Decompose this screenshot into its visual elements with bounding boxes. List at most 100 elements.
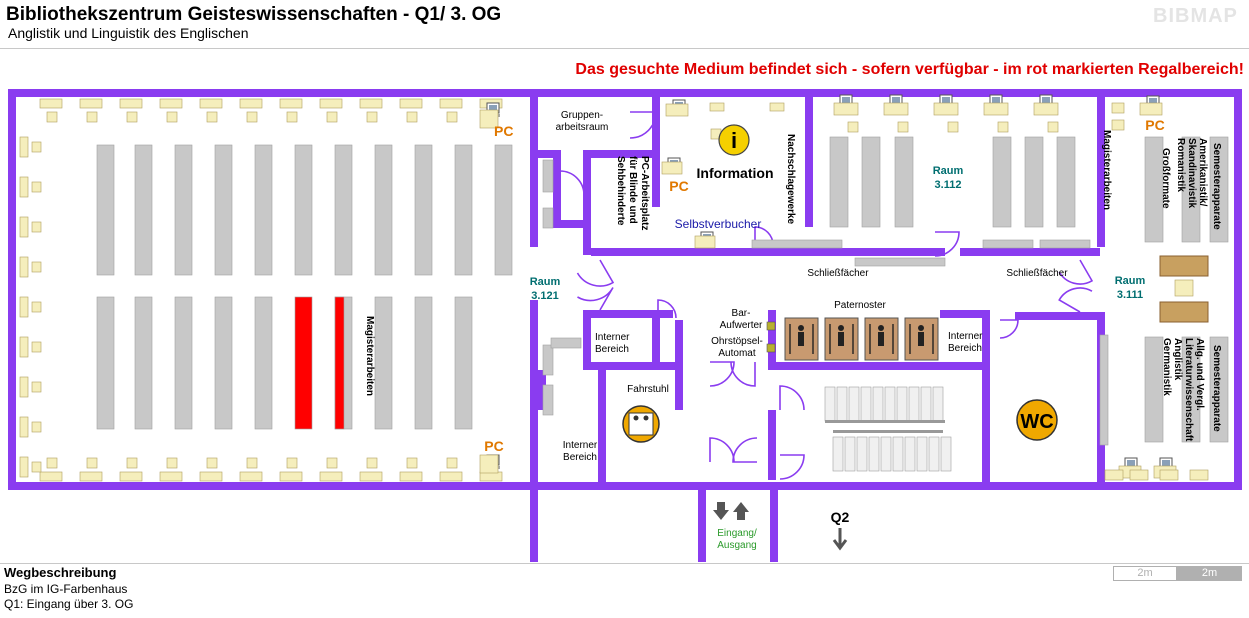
paternoster-label: Paternoster xyxy=(834,300,886,311)
desk xyxy=(19,256,29,278)
door-swing xyxy=(999,319,1019,339)
bookshelf xyxy=(884,386,896,422)
wall xyxy=(982,310,990,482)
desk xyxy=(31,261,42,273)
door-swing xyxy=(934,231,960,257)
door-swing xyxy=(1058,259,1094,285)
desk xyxy=(665,103,689,117)
stair-rail xyxy=(833,430,943,433)
bookshelf xyxy=(96,296,115,430)
desk xyxy=(31,381,42,393)
bookshelf xyxy=(1039,239,1091,249)
bookshelf xyxy=(174,144,193,276)
computer-icon xyxy=(489,105,497,111)
desk xyxy=(1159,469,1179,481)
bookshelf xyxy=(982,239,1034,249)
desk xyxy=(479,471,503,482)
desk xyxy=(239,98,263,109)
header-divider xyxy=(0,48,1249,49)
desk xyxy=(19,296,29,318)
desk xyxy=(847,121,859,133)
bookshelf xyxy=(1209,336,1229,443)
room-label: Bereich xyxy=(563,452,597,463)
wall xyxy=(1234,89,1242,490)
room-label: Sehbehinderte xyxy=(615,156,626,226)
room-label: Interner xyxy=(563,440,598,451)
room-label: Information xyxy=(697,165,774,181)
wall xyxy=(1097,97,1105,247)
bookshelf xyxy=(374,296,393,430)
bookshelf xyxy=(861,136,881,228)
door-swing xyxy=(732,437,758,463)
bookshelf xyxy=(414,296,433,430)
directions-heading: Wegbeschreibung xyxy=(4,565,117,580)
selbstverbucher-label: Selbstverbucher xyxy=(675,217,762,231)
desk xyxy=(31,301,42,313)
bookshelf xyxy=(844,436,856,472)
room-label: Gruppen- xyxy=(561,110,603,121)
desk xyxy=(883,102,909,116)
wall xyxy=(652,318,660,370)
desk xyxy=(399,98,423,109)
person-icon xyxy=(918,325,924,331)
desk xyxy=(897,121,909,133)
wall xyxy=(530,490,538,562)
bookshelf xyxy=(542,344,554,376)
wall xyxy=(8,89,1242,97)
wc-label: WC xyxy=(1020,411,1053,433)
desk xyxy=(439,98,463,109)
desk xyxy=(31,341,42,353)
desk xyxy=(359,98,383,109)
door-swing xyxy=(779,454,805,480)
shelf-label: Anglistik xyxy=(1172,338,1183,381)
wc-icon xyxy=(1016,399,1058,441)
desk xyxy=(709,102,725,112)
bookshelf xyxy=(96,144,115,276)
bookshelf xyxy=(829,136,849,228)
sofa xyxy=(1159,255,1209,277)
desk xyxy=(1189,469,1209,481)
bookshelf xyxy=(254,296,273,430)
bookshelf xyxy=(214,296,233,430)
room-number-label: Raum xyxy=(530,276,561,288)
bookshelf xyxy=(928,436,940,472)
bookshelf xyxy=(254,144,273,276)
desk xyxy=(31,421,42,433)
computer-icon xyxy=(892,97,900,103)
bar-aufwerter-machine xyxy=(766,321,776,331)
desk xyxy=(446,111,458,123)
desk xyxy=(206,111,218,123)
elevator-icon xyxy=(633,415,639,421)
bookshelf xyxy=(134,296,153,430)
info-icon: i xyxy=(731,128,737,153)
desk xyxy=(326,457,338,469)
desk xyxy=(406,111,418,123)
down-arrow-icon xyxy=(832,528,848,551)
desk xyxy=(166,111,178,123)
wall xyxy=(583,362,683,370)
bookshelf xyxy=(174,296,193,430)
desk xyxy=(769,102,785,112)
desk xyxy=(31,141,42,153)
scale-bar-segment: 2m xyxy=(1113,566,1177,581)
desk xyxy=(399,471,423,482)
person-icon xyxy=(798,332,804,346)
wall xyxy=(8,89,16,490)
wall xyxy=(598,370,606,482)
bookshelf xyxy=(868,436,880,472)
door-swing xyxy=(1058,287,1093,313)
wall xyxy=(583,150,653,158)
person-icon xyxy=(918,332,924,346)
desk xyxy=(86,111,98,123)
pc-label: PC xyxy=(1145,117,1164,133)
machine-label: Automat xyxy=(718,348,755,359)
bookshelf xyxy=(848,386,860,422)
computer-icon xyxy=(1127,460,1135,466)
person-icon xyxy=(838,332,844,346)
desk xyxy=(79,98,103,109)
bookshelf xyxy=(856,436,868,472)
door-swing xyxy=(709,437,735,463)
bookshelf xyxy=(916,436,928,472)
entrance-label: Ausgang xyxy=(717,540,756,551)
desk xyxy=(319,98,343,109)
